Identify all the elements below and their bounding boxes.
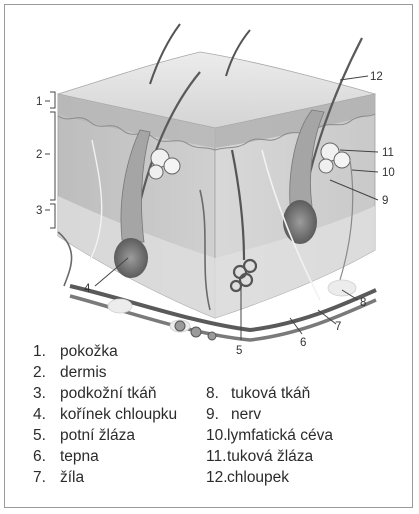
label-9: 9 <box>382 195 388 207</box>
label-12: 12 <box>370 71 383 83</box>
label-11: 11 <box>382 147 394 159</box>
label-2: 2 <box>36 149 42 161</box>
label-3: 3 <box>36 205 42 217</box>
label-7: 7 <box>335 321 341 333</box>
label-10: 10 <box>382 167 395 179</box>
label-1: 1 <box>36 96 42 108</box>
hair-root-bulb-left <box>114 238 148 278</box>
bracket-3 <box>50 204 55 228</box>
label-5: 5 <box>236 345 242 357</box>
bracket-1 <box>50 92 55 108</box>
label-6: 6 <box>300 337 306 349</box>
label-4: 4 <box>84 283 91 295</box>
hair-root-bulb-right <box>283 200 317 244</box>
bracket-2 <box>50 112 55 200</box>
label-8: 8 <box>360 297 366 309</box>
